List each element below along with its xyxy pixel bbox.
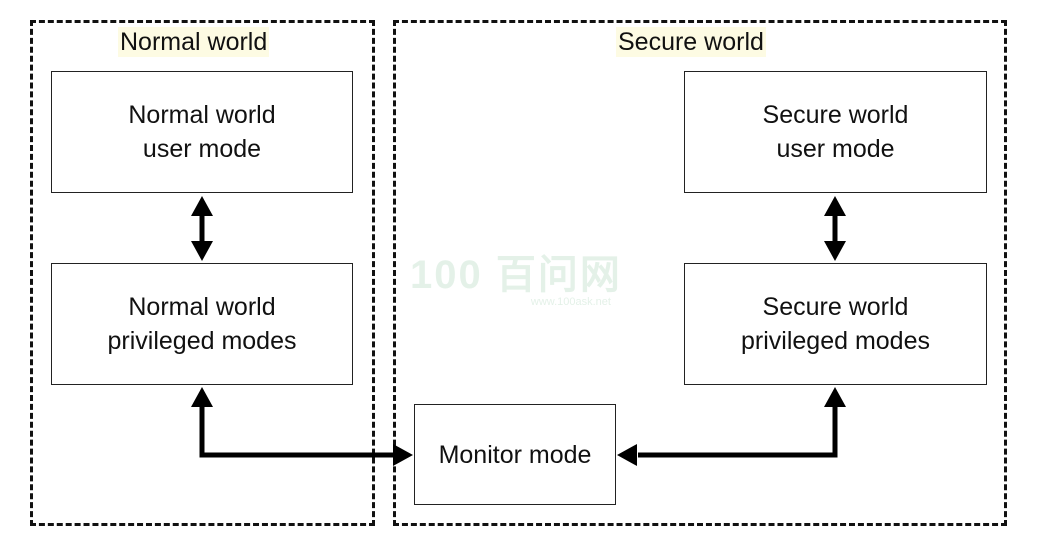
- secure-world-privileged-modes-box: Secure world privileged modes: [684, 263, 987, 385]
- normal-to-monitor-arrow: [191, 387, 413, 466]
- box-line: Secure world: [762, 293, 909, 321]
- secure-world-region: [393, 20, 1007, 526]
- watermark-logo: 100 百问网: [410, 253, 622, 297]
- box-line: Monitor mode: [438, 440, 592, 469]
- monitor-mode-box: Monitor mode: [414, 404, 616, 505]
- secure-world-mode-arrow: [824, 196, 846, 261]
- secure-to-monitor-arrow: [617, 387, 846, 466]
- arrow-head-up: [824, 196, 846, 216]
- normal-world-user-mode-box: Normal world user mode: [51, 71, 353, 193]
- arrow-head-up: [824, 387, 846, 407]
- arrow-head-down: [191, 241, 213, 261]
- box-line: Normal world: [128, 101, 276, 129]
- normal-world-region: [30, 20, 375, 526]
- arrow-shaft: [638, 406, 838, 458]
- arrow-head-down: [824, 241, 846, 261]
- arrow-head-up: [191, 196, 213, 216]
- box-line: privileged modes: [741, 327, 930, 355]
- box-line: Normal world: [128, 293, 276, 321]
- arrow-shaft: [199, 406, 394, 458]
- box-line: user mode: [776, 135, 895, 163]
- arrow-head-left: [617, 444, 637, 466]
- box-line: privileged modes: [107, 327, 297, 355]
- arrow-head-up: [191, 387, 213, 407]
- normal-world-label: Normal world: [118, 27, 270, 57]
- secure-world-user-mode-box: Secure world user mode: [684, 71, 987, 193]
- watermark: 100 百问网 www.100ask.net: [410, 255, 622, 309]
- secure-world-label: Secure world: [616, 27, 766, 57]
- box-line: user mode: [142, 135, 262, 163]
- normal-world-privileged-modes-box: Normal world privileged modes: [51, 263, 353, 385]
- arrow-head-right: [393, 444, 413, 466]
- watermark-url: www.100ask.net: [530, 296, 611, 308]
- normal-world-mode-arrow: [191, 196, 213, 261]
- box-line: Secure world: [762, 101, 909, 129]
